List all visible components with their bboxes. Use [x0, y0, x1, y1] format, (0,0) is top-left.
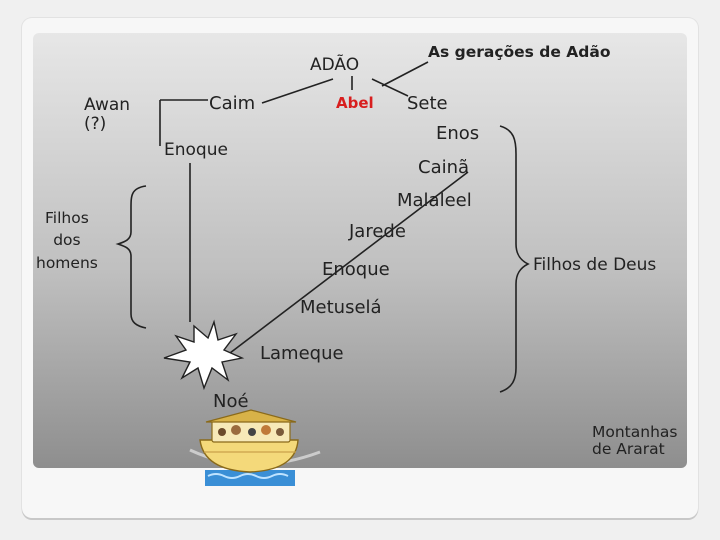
lameque-label: Lameque: [260, 343, 344, 364]
caim-label: Caim: [209, 93, 256, 114]
abel-label: Abel: [336, 94, 374, 112]
montanhas-de-ararat-label: Montanhas de Ararat: [592, 423, 678, 459]
filhos-de-deus-label: Filhos de Deus: [533, 255, 657, 275]
enoque-son-of-caim-label: Enoque: [164, 140, 228, 160]
left-brace: [115, 185, 147, 329]
jarede-label: Jarede: [349, 221, 406, 242]
enoque-label: Enoque: [322, 259, 390, 280]
caina-label: Cainã: [418, 157, 470, 178]
adao-label: ADÃO: [310, 55, 360, 75]
enos-label: Enos: [436, 123, 480, 144]
right-brace: [499, 125, 530, 393]
noahs-ark-icon: [189, 409, 321, 486]
filhos-dos-homens-label: Filhos dos homens: [36, 209, 98, 272]
adao-sete-line: [371, 78, 409, 97]
diagram-panel: [33, 33, 687, 468]
malaleel-label: Malaleel: [397, 190, 472, 211]
adao-caim-line: [261, 78, 334, 104]
explosion-burst-icon: [163, 319, 245, 391]
metusela-label: Metuselá: [300, 297, 382, 318]
diagram-title: As gerações de Adão: [428, 43, 611, 61]
sete-label: Sete: [407, 93, 448, 114]
noe-label: Noé: [213, 391, 249, 412]
seth-lineage-line: [229, 171, 469, 354]
adao-title-connector: [381, 61, 429, 87]
awan-label: Awan (?): [84, 95, 131, 134]
